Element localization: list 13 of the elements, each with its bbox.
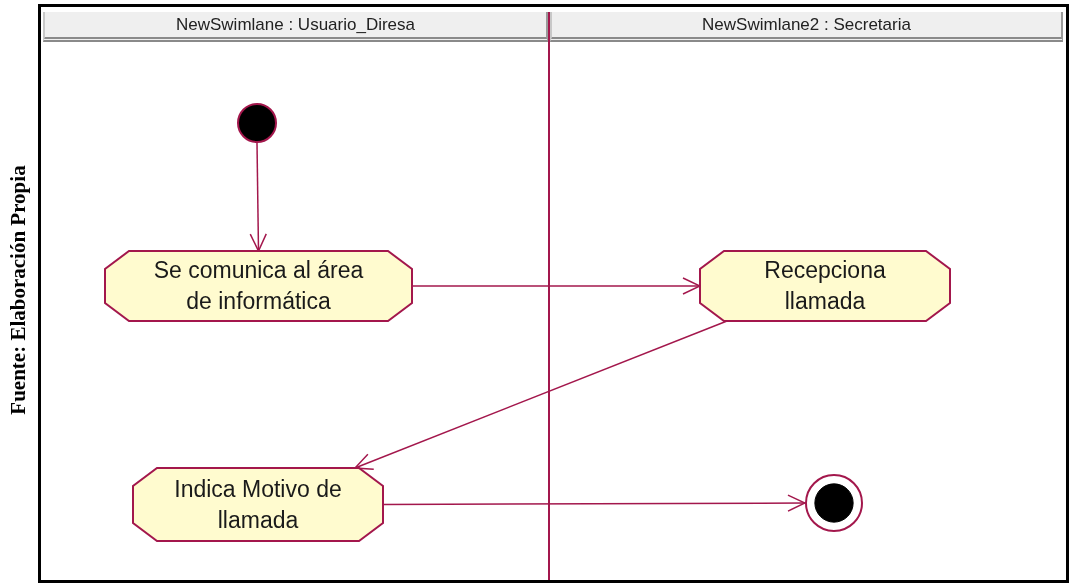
initial-node <box>237 103 277 143</box>
transition-arrow <box>411 277 701 295</box>
figure-caption: Fuente: Elaboración Propia <box>5 165 31 415</box>
swimlane <box>548 12 1063 580</box>
transition-arrow <box>249 142 267 252</box>
activity-node: Se comunica al área de informática <box>105 251 412 321</box>
transition-arrow <box>354 320 728 470</box>
final-node <box>805 474 863 532</box>
activity-node: Recepciona llamada <box>700 251 950 321</box>
swimlane-header: NewSwimlane2 : Secretaria <box>550 12 1063 42</box>
transition-arrow <box>382 494 806 512</box>
activity-node: Indica Motivo de llamada <box>133 468 383 541</box>
swimlane-header: NewSwimlane : Usuario_Diresa <box>43 12 548 42</box>
